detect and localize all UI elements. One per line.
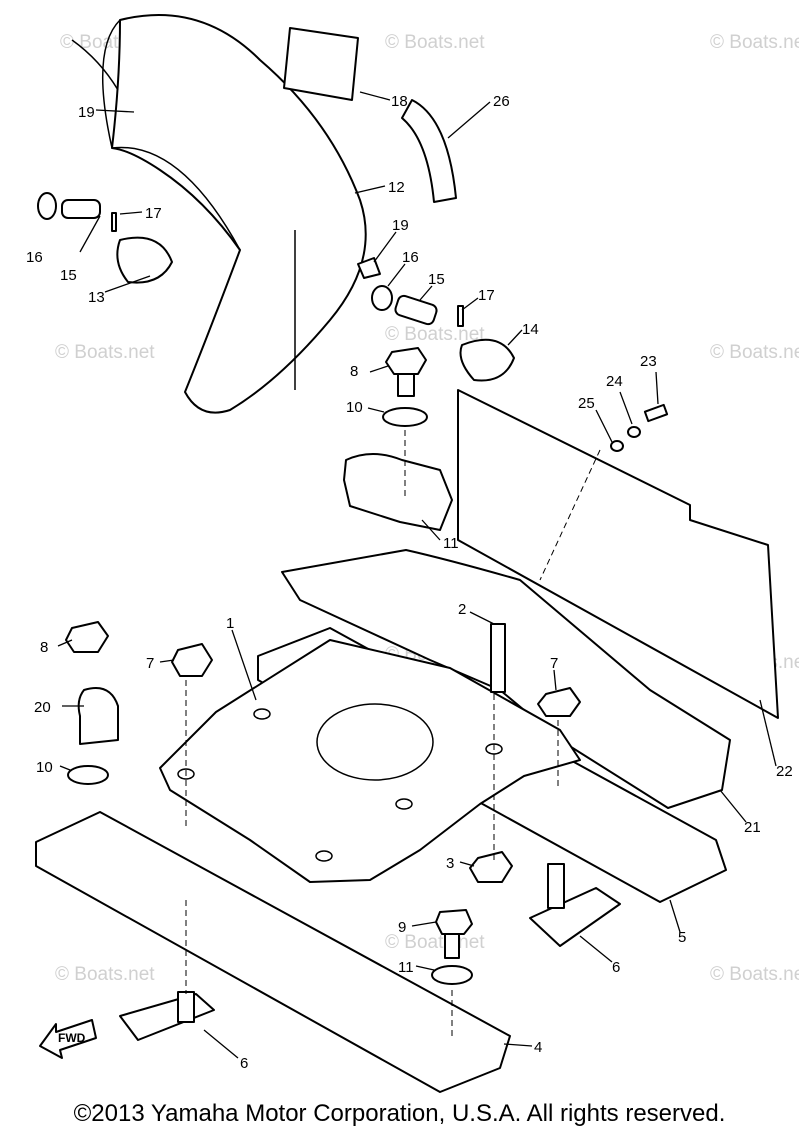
bracket-part-11 [343,453,453,531]
callout-19: 19 [78,104,95,121]
watermark: © Boats.net [55,964,155,985]
callout-16: 16 [26,249,43,266]
callout-25: 25 [578,395,595,412]
callout-8: 8 [40,639,48,656]
latch-right-group [357,257,515,382]
callout-26: 26 [493,93,510,110]
callout-10: 10 [36,759,53,776]
callout-22: 22 [776,763,793,780]
callout-16: 16 [402,249,419,266]
callout-1: 1 [226,615,234,632]
callout-4: 4 [534,1039,542,1056]
callout-3: 3 [446,855,454,872]
forward-arrow-icon: FWD [39,1019,97,1059]
rail-part-4 [35,811,511,1093]
callout-19: 19 [392,217,409,234]
callout-9: 9 [398,919,406,936]
screw-group-23-25 [610,403,669,452]
callout-18: 18 [391,93,408,110]
callout-21: 21 [744,819,761,836]
latch-left-group [37,192,173,284]
cover-part-12 [71,14,367,414]
callout-11: 11 [398,959,414,976]
callout-17: 17 [145,205,162,222]
watermark: © Boats.net [710,32,799,53]
fasteners-2-3-7 [171,623,581,883]
leader-lines [57,91,777,1059]
forward-label: FWD [58,1031,86,1045]
callout-13: 13 [88,289,105,306]
callout-20: 20 [34,699,51,716]
callout-7: 7 [550,655,558,672]
callout-11: 11 [443,535,459,552]
watermark: © Boats.net [385,324,485,345]
callout-5: 5 [678,929,686,946]
callout-15: 15 [60,267,77,284]
watermark: © Boats.net [385,932,485,953]
watermark: © Boats.net [710,342,799,363]
callout-6: 6 [240,1055,248,1072]
bolt-part-8 [385,347,427,397]
callout-6: 6 [612,959,620,976]
copyright-notice: ©2013 Yamaha Motor Corporation, U.S.A. A… [73,1100,726,1127]
left-fasteners-8-20-10 [65,621,119,785]
watermark: © Boats.net [385,32,485,53]
callout-15: 15 [428,271,445,288]
assembly-lines [185,430,601,1036]
callout-14: 14 [522,321,539,338]
callout-7: 7 [146,655,154,672]
callout-17: 17 [478,287,495,304]
callout-8: 8 [350,363,358,380]
washer-part-10 [382,407,428,427]
strip-part-26 [401,99,457,203]
decal-part-18 [283,27,359,101]
callout-12: 12 [388,179,405,196]
callout-24: 24 [606,373,623,390]
plate-part-1 [159,639,581,883]
callout-labels: 19 18 26 12 17 16 15 13 19 16 15 17 14 8… [26,93,793,1072]
callout-23: 23 [640,353,657,370]
panel-part-22 [457,389,779,719]
watermark: © Boats.net [55,342,155,363]
watermark: © Boats.net [710,964,799,985]
clip-part-6 [119,863,621,1041]
bolt-part-9 [431,909,473,985]
callout-2: 2 [458,601,466,618]
callout-10: 10 [346,399,363,416]
